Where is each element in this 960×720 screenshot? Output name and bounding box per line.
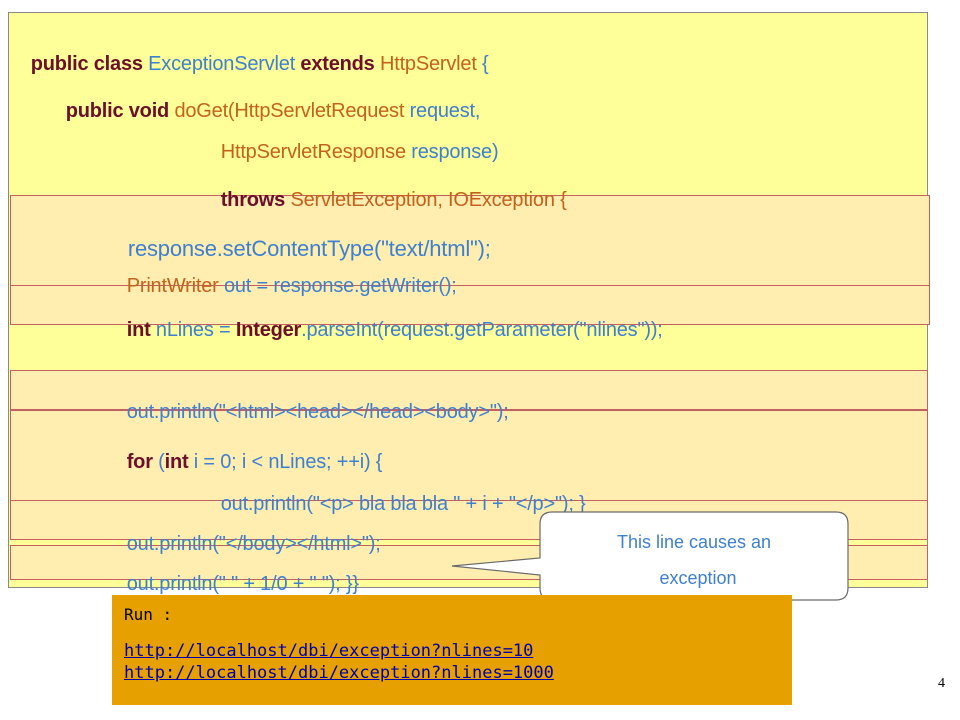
run-link-nlines-1000[interactable]: http://localhost/dbi/exception?nlines=10…: [124, 663, 554, 683]
code-line-print-html-open: out.println("<html><head></head><body>")…: [126, 401, 509, 423]
callout-text: This line causes an exception: [540, 520, 848, 600]
code-line-division-by-zero: out.println(" " + 1/0 + " "); }}: [126, 573, 359, 595]
code-line-print-writer: PrintWriter out = response.getWriter();: [126, 275, 457, 297]
highlight-band-html-open: [10, 370, 928, 410]
band-divider: [10, 285, 930, 286]
code-line-print-html-close: out.println("</body></html>");: [126, 533, 381, 555]
run-label: Run :: [124, 605, 173, 624]
code-line-print-paragraph: out.println("<p> bla bla bla " + i + "</…: [220, 493, 586, 515]
code-line-class-declaration: public class ExceptionServlet extends Ht…: [30, 53, 489, 75]
run-link-nlines-10[interactable]: http://localhost/dbi/exception?nlines=10: [124, 641, 534, 661]
run-box: Run : http://localhost/dbi/exception?nli…: [112, 595, 792, 705]
callout-line-1: This line causes an: [616, 532, 772, 552]
page-number: 4: [938, 676, 945, 691]
code-line-set-content-type: response.setContentType("text/html");: [127, 236, 491, 261]
code-line-for-loop: for (int i = 0; i < nLines; ++i) {: [126, 451, 383, 473]
code-line-parse-nlines: int nLines = Integer.parseInt(request.ge…: [126, 319, 663, 341]
band-divider: [10, 500, 928, 501]
code-line-response-param: HttpServletResponse response): [220, 141, 499, 163]
code-line-doget-signature: public void doGet(HttpServletRequest req…: [65, 100, 481, 122]
highlight-band-setup: [10, 195, 930, 325]
callout-line-2: exception: [659, 568, 737, 588]
code-line-throws: throws ServletException, IOException {: [220, 189, 567, 211]
